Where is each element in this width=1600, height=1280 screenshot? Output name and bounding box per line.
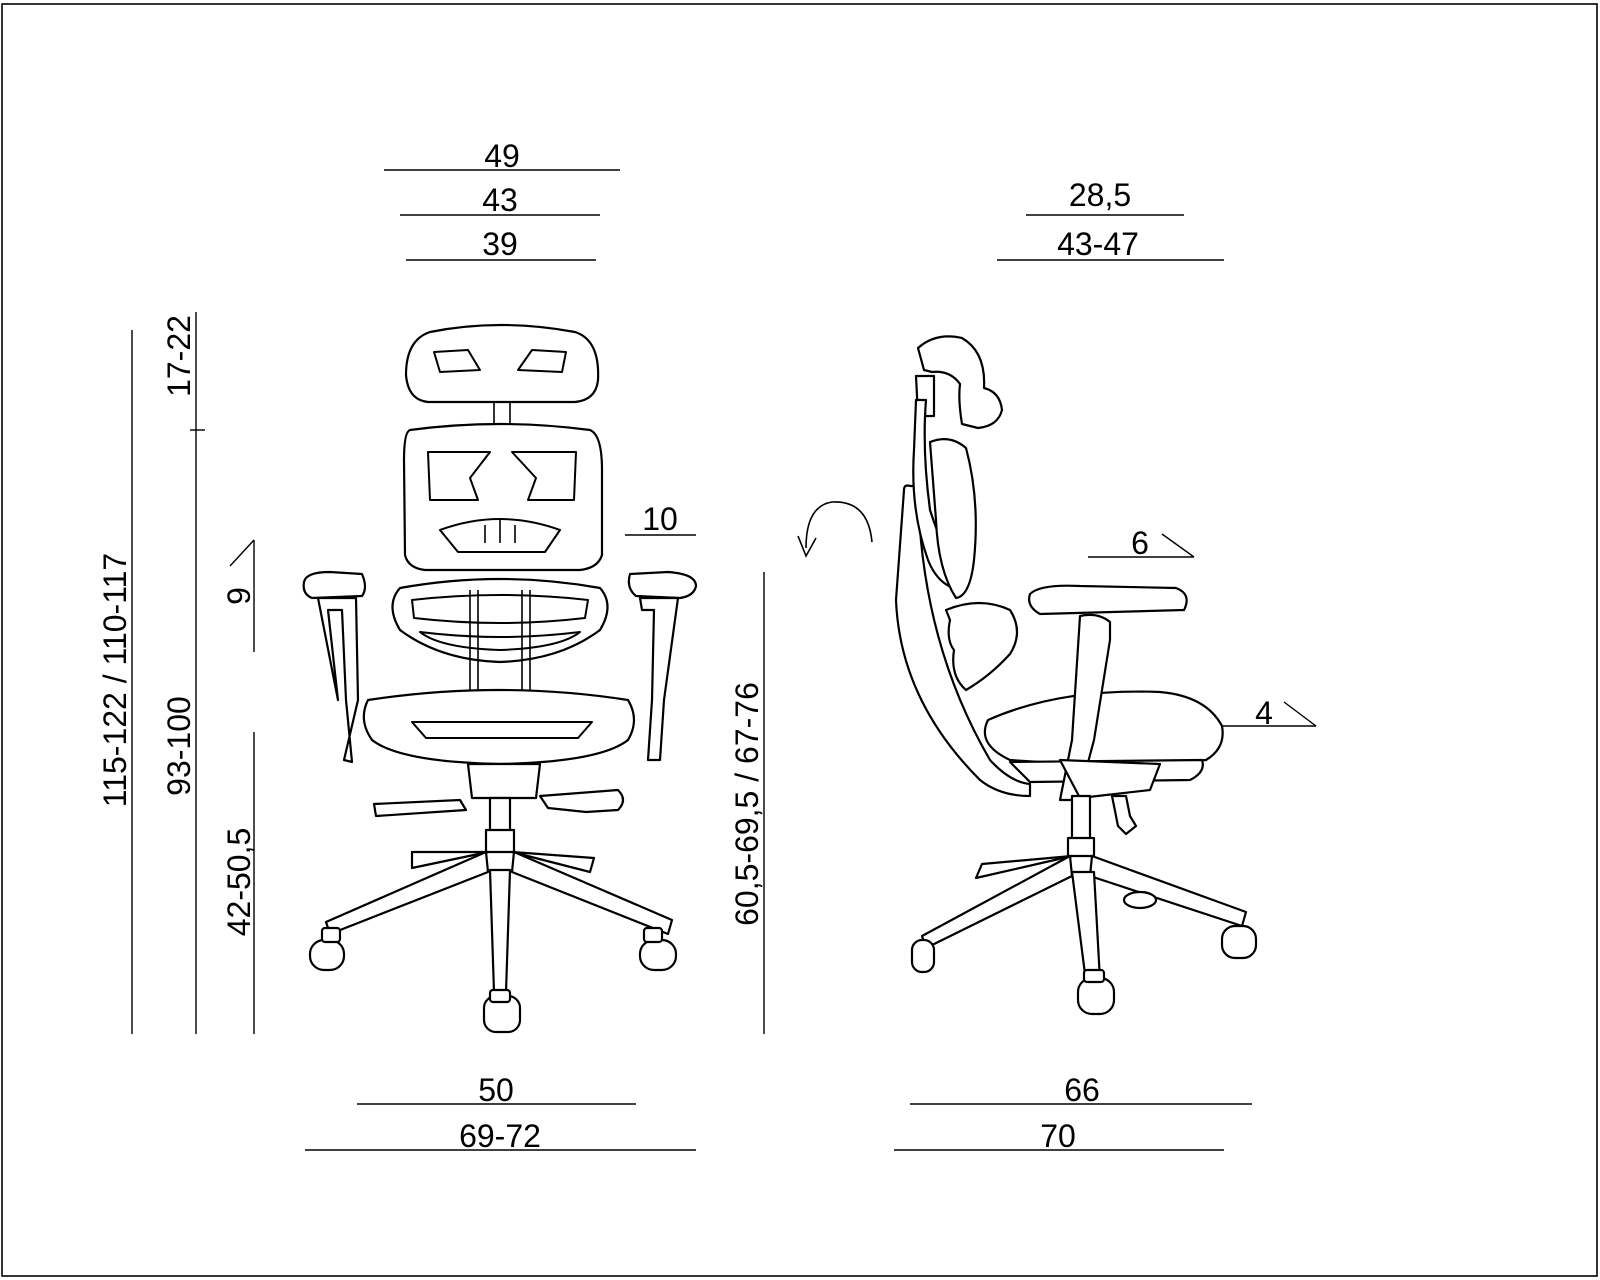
dim-backrest-height: 93-100 [161,696,197,796]
dim-headrest-depth: 28,5 [1069,177,1131,213]
side-gas-cylinder [1070,794,1092,844]
dim-armrest-tilt-side: 6 [1131,525,1149,561]
front-left-armrest-pad [302,570,367,600]
side-mechanism [1058,758,1162,800]
side-headrest [916,335,1004,430]
front-view-chair [302,323,698,1034]
dim-seat-tilt: 4 [1255,695,1273,731]
dim-overall-width: 69-72 [459,1118,541,1154]
side-casters [910,924,1258,1016]
dim-overall-depth: 70 [1040,1118,1076,1154]
side-view-dimensions: 28,5 43-47 6 4 66 70 [894,177,1317,1154]
front-right-lever [538,788,625,814]
dim-seat-depth: 43-47 [1057,226,1139,262]
dim-base-width: 50 [478,1072,514,1108]
dim-front-width-39: 39 [482,226,518,262]
dim-seat-height: 42-50,5 [221,828,257,937]
dim-armrest-height: 60,5-69,5 / 67-76 [729,682,765,926]
front-gas-cylinder [488,796,512,836]
side-base-star [974,854,1074,880]
dim-headrest-height: 17-22 [161,315,197,397]
dim-front-width-43: 43 [482,182,518,218]
side-armrest-pad [1028,584,1188,616]
front-view-dimensions: 49 43 39 115-122 / 110-117 17-22 93-100 … [97,138,765,1154]
front-left-armrest-post [316,596,360,764]
front-right-armrest-post [638,596,680,762]
front-casters [308,926,678,1034]
front-left-lever [372,798,468,818]
front-right-armrest-pad [627,570,698,600]
dim-armrest-offset: 10 [642,501,678,537]
dim-total-height: 115-122 / 110-117 [97,553,133,807]
drawing-frame [1,3,1598,1277]
side-seat [983,690,1224,766]
dim-armrest-tilt-front: 9 [221,587,257,605]
dim-base-depth: 66 [1064,1072,1100,1108]
side-view-chair [894,335,1258,1016]
side-tilt-knob [1110,794,1138,836]
dim-front-width-49: 49 [484,138,520,174]
recline-arrow-icon [797,501,873,558]
front-base-star [410,850,490,870]
front-headrest [404,323,600,404]
